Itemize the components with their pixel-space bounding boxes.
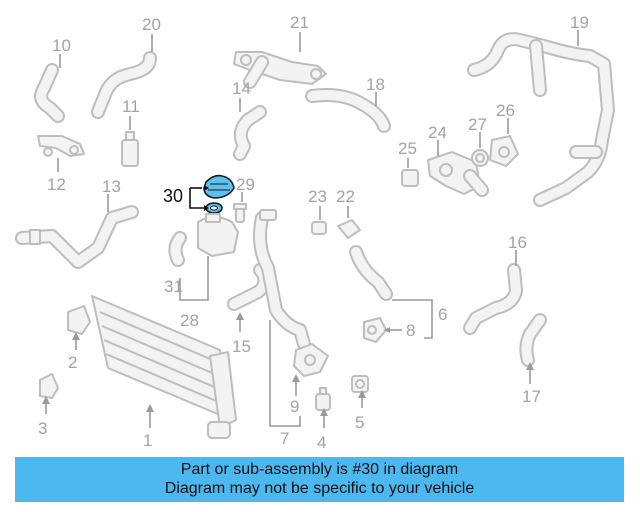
- callout-1[interactable]: 1: [143, 431, 152, 450]
- callout-26[interactable]: 26: [496, 101, 515, 120]
- callout-20[interactable]: 20: [142, 15, 161, 34]
- part-17-hose[interactable]: [519, 313, 547, 367]
- part-30-reservoir-cap[interactable]: [203, 174, 235, 214]
- callout-13[interactable]: 13: [102, 177, 121, 196]
- callout-31[interactable]: 31: [164, 277, 183, 296]
- arrow-15: [236, 312, 244, 320]
- callout-21[interactable]: 21: [290, 13, 309, 32]
- leader-6: [392, 299, 433, 339]
- arrow-9: [292, 374, 300, 382]
- part-13-pipe[interactable]: [15, 205, 139, 269]
- part-12-bracket[interactable]: [37, 135, 85, 157]
- callout-5[interactable]: 5: [355, 413, 364, 432]
- leader-30: [189, 185, 209, 211]
- callout-30[interactable]: 30: [163, 186, 183, 206]
- callout-28[interactable]: 28: [180, 311, 199, 330]
- callout-10[interactable]: 10: [52, 36, 71, 55]
- callout-24[interactable]: 24: [428, 123, 447, 142]
- callout-27[interactable]: 27: [468, 115, 487, 134]
- part-23-fitting[interactable]: [311, 221, 327, 235]
- leader-7: [269, 320, 301, 427]
- arrow-4: [320, 408, 328, 416]
- part-26-flange[interactable]: [489, 135, 519, 167]
- part-22-clamp[interactable]: [337, 219, 361, 239]
- callout-25[interactable]: 25: [398, 139, 417, 158]
- callout-11[interactable]: 11: [122, 97, 140, 116]
- part-19-hose[interactable]: [467, 32, 615, 207]
- arrow-5: [358, 390, 366, 398]
- callout-12[interactable]: 12: [47, 175, 66, 194]
- part-3-mount[interactable]: [39, 373, 59, 399]
- part-8-elbow[interactable]: [363, 317, 387, 343]
- arrow-2: [72, 332, 80, 340]
- callout-29[interactable]: 29: [236, 175, 255, 194]
- callout-18[interactable]: 18: [366, 75, 385, 94]
- callout-15[interactable]: 15: [232, 337, 251, 356]
- part-2-mount[interactable]: [67, 305, 91, 335]
- part-15-hose[interactable]: [227, 263, 272, 311]
- arrow-17: [526, 362, 534, 370]
- parts-diagram: 10 20 11 12 13 21 14: [15, 13, 615, 452]
- part-6-hose[interactable]: [349, 245, 393, 301]
- part-14-hose[interactable]: [233, 105, 267, 161]
- part-5-switch[interactable]: [351, 375, 369, 393]
- callout-16[interactable]: 16: [508, 233, 527, 252]
- leader-28: [179, 256, 209, 301]
- part-24-thermostat-housing[interactable]: [427, 151, 489, 197]
- callout-22[interactable]: 22: [336, 187, 355, 206]
- arrow-3: [42, 396, 50, 404]
- part-28-reservoir[interactable]: [197, 213, 239, 257]
- part-10-hose[interactable]: [34, 63, 65, 123]
- part-27-oring[interactable]: [471, 149, 489, 167]
- part-16-hose[interactable]: [463, 263, 523, 335]
- callout-19[interactable]: 19: [570, 13, 589, 32]
- part-25-gasket[interactable]: [401, 169, 419, 187]
- banner-line-2: Diagram may not be specific to your vehi…: [164, 480, 475, 497]
- callout-17[interactable]: 17: [522, 387, 541, 406]
- part-9-flange[interactable]: [293, 343, 329, 377]
- part-21-housing[interactable]: [233, 51, 327, 89]
- banner-line-1: Part or sub-assembly is #30 in diagram: [180, 461, 459, 478]
- part-29-screw[interactable]: [233, 203, 247, 223]
- part-7-hose[interactable]: [253, 209, 311, 351]
- callout-8[interactable]: 8: [406, 321, 415, 340]
- callout-4[interactable]: 4: [317, 433, 326, 452]
- part-11-sensor[interactable]: [121, 131, 139, 167]
- part-18-hose[interactable]: [305, 88, 391, 133]
- callout-9[interactable]: 9: [290, 397, 299, 416]
- arrow-1: [146, 404, 154, 412]
- part-31-hose[interactable]: [168, 231, 187, 267]
- callout-23[interactable]: 23: [308, 187, 327, 206]
- callout-2[interactable]: 2: [68, 353, 77, 372]
- callout-14[interactable]: 14: [232, 79, 251, 98]
- part-notice-banner: Part or sub-assembly is #30 in diagram D…: [15, 457, 624, 502]
- callout-3[interactable]: 3: [38, 419, 47, 438]
- callout-7[interactable]: 7: [280, 429, 289, 448]
- part-4-sensor[interactable]: [315, 387, 331, 411]
- arrow-8: [384, 327, 390, 333]
- part-20-hose[interactable]: [91, 51, 157, 119]
- part-1-radiator[interactable]: [91, 295, 237, 439]
- callout-6[interactable]: 6: [438, 305, 447, 324]
